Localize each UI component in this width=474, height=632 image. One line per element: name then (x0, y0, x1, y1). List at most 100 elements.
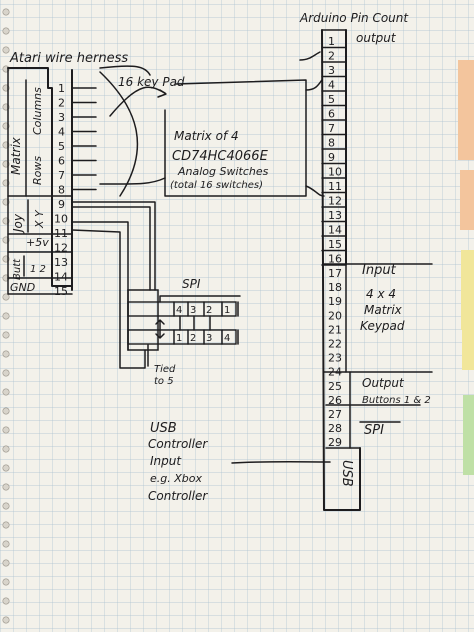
arduino-usb-label: USB (339, 460, 354, 487)
tab-yellow-2 (462, 330, 474, 370)
spi-tied-label: Tied (154, 364, 176, 375)
arduino-keypad-line3: Keypad (360, 319, 405, 333)
harness-pin-14: 14 (54, 271, 68, 284)
spi-top-pin-3: 3 (190, 305, 196, 316)
usb-line5: Controller (148, 489, 208, 503)
keypad-label: 16 key Pad (118, 75, 185, 89)
arduino-pin-numbers: 1234567891011121314151617181920212223242… (321, 35, 347, 449)
arduino-pin-13: 13 (328, 209, 342, 222)
spiral-binding (2, 8, 10, 624)
harness-pin-6: 6 (58, 155, 65, 168)
arduino-buttons-label: Buttons 1 & 2 (362, 395, 431, 406)
box-to-arduino-top (305, 79, 323, 91)
usb-controller-note: USB Controller Input e.g. Xbox Controlle… (148, 421, 331, 503)
tab-peach (458, 60, 474, 160)
arduino-pin-20: 20 (328, 309, 342, 322)
arduino-pin-8: 8 (328, 137, 335, 150)
keypad-arrowhead (157, 89, 167, 98)
arduino-pin-18: 18 (328, 281, 342, 294)
label-rows: Rows (31, 156, 44, 185)
matrix-box-line4: (total 16 switches) (170, 180, 263, 191)
harness-title: Atari wire herness (9, 51, 128, 66)
spi-label: SPI (182, 277, 201, 291)
harness-pin-9: 9 (58, 198, 65, 211)
label-joy: Joy (11, 213, 25, 234)
spi-top-pin-2: 2 (206, 305, 212, 316)
arduino-pin-15: 15 (328, 238, 342, 251)
arduino-pin-9: 9 (328, 151, 335, 164)
arduino-pin-29: 29 (328, 436, 342, 449)
arduino-pin-24: 24 (328, 366, 342, 379)
harness-pin-12: 12 (54, 242, 68, 255)
harness-connector (7, 67, 73, 295)
harness-pin-2: 2 (58, 97, 65, 110)
usb-line4: e.g. Xbox (150, 472, 202, 485)
arduino-pin-27: 27 (328, 408, 342, 421)
label-xy: X Y (33, 209, 46, 229)
spi-top-pin-4: 4 (176, 305, 182, 316)
arduino-output2-label: Output (362, 376, 405, 390)
arduino-pin-10: 10 (328, 166, 342, 179)
index-tabs (458, 60, 474, 475)
label-b12: 1 2 (30, 264, 46, 275)
arduino-output-brace (299, 51, 321, 61)
arduino-pin-22: 22 (328, 338, 342, 351)
harness-pin-5: 5 (58, 140, 65, 153)
label-gnd: GND (10, 281, 35, 294)
usb-line2: Controller (148, 437, 208, 451)
label-matrix: Matrix (9, 136, 23, 175)
spi-bottom-pin-4: 4 (224, 333, 230, 344)
harness-pin-1: 1 (58, 82, 65, 95)
arduino-pin-12: 12 (328, 195, 342, 208)
arduino-pin-3: 3 (328, 64, 335, 77)
arduino-pin-19: 19 (328, 295, 342, 308)
arduino-pin-4: 4 (328, 79, 335, 92)
matrix-box-line1: Matrix of 4 (174, 129, 239, 143)
spi-top-pin-1: 1 (224, 305, 230, 316)
spi-bottom-pin-1: 1 (176, 333, 182, 344)
arduino-pin-6: 6 (328, 108, 335, 121)
arduino-pin-11: 11 (328, 180, 342, 193)
arduino-pin-7: 7 (328, 122, 335, 135)
harness-group-labels: Matrix Columns Rows Joy X Y +5v Butt 1 2… (9, 87, 49, 294)
arduino-keypad-line2: Matrix (364, 303, 403, 317)
usb-line3: Input (150, 454, 182, 468)
spi-tied-label2: to 5 (154, 376, 174, 387)
tab-peach-2 (460, 170, 474, 230)
brace-to-box (99, 177, 166, 185)
arduino-pin-1: 1 (328, 35, 335, 48)
arduino-pin-17: 17 (328, 267, 342, 280)
arduino-keypad-line1: 4 x 4 (366, 287, 396, 301)
tab-green (463, 395, 474, 475)
arduino-pin-21: 21 (328, 323, 342, 336)
harness-pin-10: 10 (54, 213, 68, 226)
spi-bottom-pin-2: 2 (190, 333, 196, 344)
keypad-arc-top (99, 65, 151, 76)
harness-pin-11: 11 (54, 227, 68, 240)
harness-pin-13: 13 (54, 256, 68, 269)
arduino-pin-26: 26 (328, 394, 342, 407)
harness-pin-7: 7 (58, 169, 65, 182)
arduino-pin-14: 14 (328, 224, 342, 237)
arduino-input-label: Input (362, 263, 397, 278)
matrix-box-line2: CD74HC4066E (172, 149, 269, 164)
tab-yellow (461, 250, 474, 330)
harness-to-keypad-wires (71, 87, 97, 191)
usb-line1: USB (150, 421, 177, 436)
harness-pin-8: 8 (58, 184, 65, 197)
label-plus5v: +5v (26, 236, 49, 249)
spi-bottom-pin-3: 3 (206, 333, 212, 344)
arduino-pin-23: 23 (328, 352, 342, 365)
matrix-box-line3: Analog Switches (177, 165, 269, 178)
label-columns: Columns (31, 87, 44, 135)
arduino-pin-28: 28 (328, 422, 342, 435)
arduino-header (321, 29, 433, 511)
keypad-brace (99, 71, 139, 197)
harness-pin-15: 15 (54, 285, 68, 298)
label-butt: Butt (12, 258, 23, 280)
arduino-pin-5: 5 (328, 93, 335, 106)
